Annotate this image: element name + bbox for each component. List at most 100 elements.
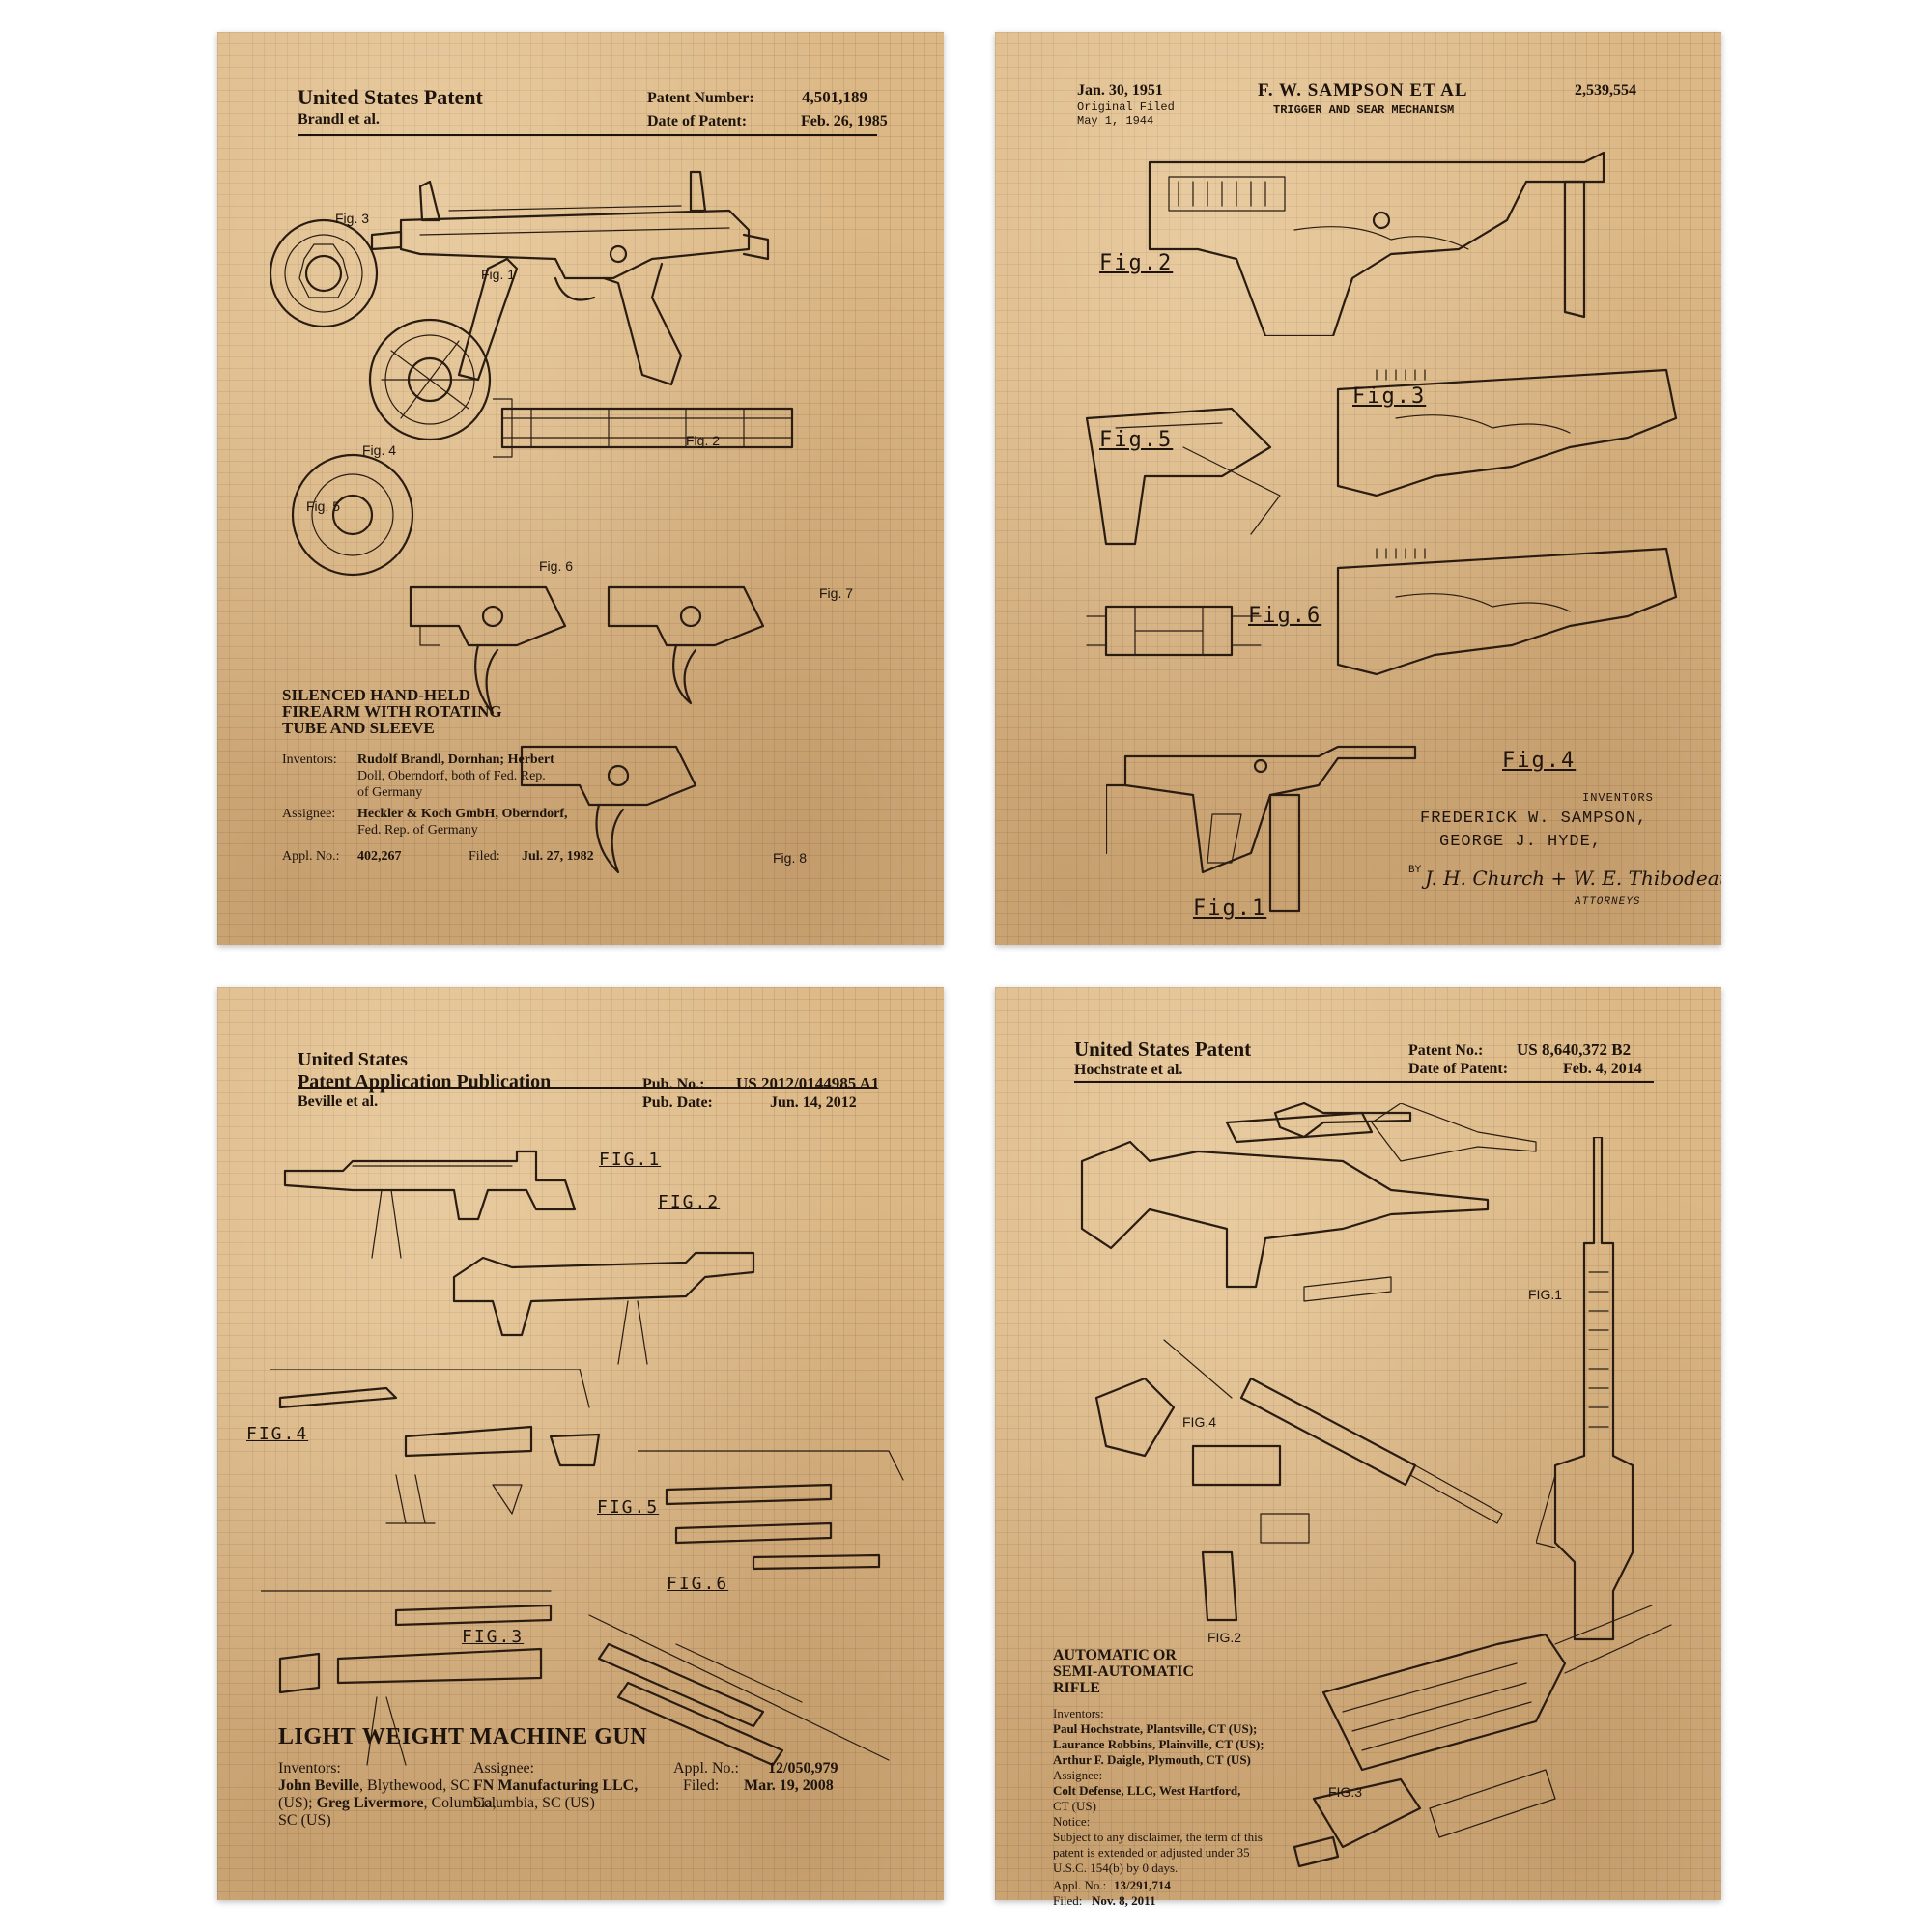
assignee-label: Assignee: (473, 1760, 535, 1776)
fig1-grease-gun-drawing (1106, 745, 1417, 913)
fig3-label: Fig.3 (1352, 384, 1427, 409)
fig6-label: Fig.6 (1248, 604, 1322, 628)
submachine-gun-drawing (370, 170, 770, 386)
inventors-line-3: Arthur F. Daigle, Plymouth, CT (US) (1053, 1752, 1251, 1767)
inventors-line-1: Paul Hochstrate, Plantsville, CT (US); (1053, 1721, 1258, 1736)
patent-date: Jan. 30, 1951 (1077, 82, 1163, 99)
fig2-label: Fig.2 (1099, 251, 1174, 275)
fig2-machine-gun-drawing (452, 1251, 755, 1365)
fig7-label: Fig. 7 (819, 585, 854, 601)
fig4-exploded-view (270, 1369, 601, 1524)
patent-subtitle: TRIGGER AND SEAR MECHANISM (1273, 103, 1455, 117)
fig8-label: Fig. 8 (773, 850, 808, 866)
pub-no: US 2012/0144985 A1 (736, 1074, 880, 1093)
patent-poster-trigger-sear: Jan. 30, 1951 Original Filed May 1, 1944… (995, 32, 1721, 945)
title-line-1: SILENCED HAND-HELD (282, 686, 471, 704)
filed-label: Filed: (469, 849, 500, 864)
appl-label: Appl. No.: (282, 849, 340, 864)
appl-number: 402,267 (357, 849, 402, 864)
patent-date: Feb. 26, 1985 (801, 113, 888, 129)
inventors-line-2: Doll, Oberndorf, both of Fed. Rep. (357, 769, 546, 783)
fig4-housing-detail (1336, 547, 1678, 676)
by-label: BY (1408, 865, 1422, 876)
fig2-label: Fig. 2 (686, 433, 721, 448)
fig3-label: Fig. 3 (335, 211, 370, 226)
assignee-line-2: CT (US) (1053, 1799, 1096, 1813)
fig6-trigger-mechanism (409, 585, 567, 715)
fig4-label: FIG.4 (246, 1424, 309, 1444)
patent-number: 4,501,189 (802, 88, 867, 106)
fig6-sear-detail (1086, 605, 1262, 657)
inventor-line-2: GEORGE J. HYDE, (1439, 833, 1603, 851)
notice-line-1: Subject to any disclaimer, the term of t… (1053, 1830, 1263, 1844)
inventors-line-2: (US); Greg Livermore, Columbia, (278, 1795, 497, 1811)
notice-line-3: U.S.C. 154(b) by 0 days. (1053, 1861, 1179, 1875)
poster4-filed-label: Filed: (1053, 1893, 1083, 1908)
inventors-line-1: Rudolf Brandl, Dornhan; Herbert (357, 753, 554, 767)
patent-poster-machine-gun: United States Patent Application Publica… (217, 987, 944, 1900)
fig2-label: FIG.2 (658, 1192, 721, 1212)
inventors-label: Inventors: (282, 753, 337, 767)
fig7-trigger-mechanism (607, 585, 765, 705)
patent-poster-automatic-rifle: United States Patent Hochstrate et al. P… (995, 987, 1721, 1900)
inventor-line-1: FREDERICK W. SAMPSON, (1420, 810, 1648, 828)
appl-label: Appl. No.: (673, 1760, 739, 1776)
patent-no: US 8,640,372 B2 (1517, 1040, 1632, 1059)
date-label: Date of Patent: (647, 113, 748, 129)
poster4-filed-date: Nov. 8, 2011 (1092, 1893, 1156, 1908)
fig2-housing-section (1148, 151, 1605, 336)
fig5-grip-detail (1085, 407, 1281, 546)
inventor-short: Brandl et al. (298, 111, 380, 128)
inventors-label: Inventors: (278, 1760, 341, 1776)
title-line-1: AUTOMATIC OR (1053, 1647, 1177, 1663)
attorneys-label: ATTORNEYS (1575, 896, 1641, 908)
assignee-line-1: Colt Defense, LLC, West Hartford, (1053, 1783, 1241, 1798)
fig5-label: Fig.5 (1099, 428, 1174, 452)
inventors-line-2: Laurance Robbins, Plainville, CT (US); (1053, 1737, 1264, 1751)
fig4-cross-section (368, 318, 492, 441)
inventors-label: Inventors: (1053, 1706, 1104, 1720)
fig3-exploded-view (261, 1590, 553, 1766)
patent-title: LIGHT WEIGHT MACHINE GUN (278, 1724, 648, 1749)
fig1-label: Fig.1 (1193, 896, 1267, 921)
fig6-label: Fig. 6 (539, 558, 574, 574)
title-line-2: FIREARM WITH ROTATING (282, 702, 502, 721)
patent-number-label: Patent Number: (647, 90, 754, 106)
patent-author: F. W. SAMPSON ET AL (1258, 80, 1468, 100)
title-line-3: TUBE AND SLEEVE (282, 719, 435, 737)
fig1-label: Fig. 1 (481, 267, 516, 282)
fig5-label: Fig. 5 (306, 498, 341, 514)
header-rule (298, 1087, 877, 1089)
filed-date: Jul. 27, 1982 (522, 849, 594, 864)
filed-label: Filed: (683, 1777, 720, 1794)
assignee-line-1: FN Manufacturing LLC, (473, 1777, 639, 1794)
assignee-label: Assignee: (1053, 1768, 1103, 1782)
patent-date: Feb. 4, 2014 (1563, 1061, 1642, 1077)
attorney-signature: J. H. Church + W. E. Thibodeau (1425, 867, 1721, 890)
header-rule (1074, 1081, 1654, 1083)
original-filed-line-2: May 1, 1944 (1077, 114, 1154, 128)
fig6-label: FIG.6 (667, 1574, 729, 1594)
assignee-line-2: Fed. Rep. of Germany (357, 823, 478, 838)
assignee-line-2: Columbia, SC (US) (473, 1795, 595, 1811)
patent-header-line-1: United States (298, 1049, 408, 1070)
fig4-fig2-exploded-lower (1094, 1339, 1503, 1622)
patent-no-label: Patent No.: (1408, 1042, 1484, 1059)
appl-label: Appl. No.: (1053, 1878, 1107, 1892)
fig8-trigger-mechanism (520, 745, 697, 874)
fig1-label: FIG.1 (1528, 1287, 1563, 1302)
inventors-line-3: SC (US) (278, 1812, 331, 1829)
fig2-barrel-section (493, 398, 794, 458)
filed-date: Mar. 19, 2008 (744, 1777, 834, 1794)
assignee-label: Assignee: (282, 807, 336, 821)
appl-number: 12/050,979 (768, 1760, 838, 1776)
inventor-short: Hochstrate et al. (1074, 1062, 1183, 1078)
fig1-machine-gun-drawing (283, 1150, 577, 1259)
fig1-rifle-exploded-upper (1080, 1103, 1537, 1302)
vertical-rifle-drawing (1536, 1137, 1634, 1641)
date-label: Date of Patent: (1408, 1061, 1509, 1077)
fig2-label: FIG.2 (1208, 1630, 1242, 1645)
notice-line-2: patent is extended or adjusted under 35 (1053, 1845, 1250, 1860)
original-filed-line-1: Original Filed (1077, 100, 1175, 114)
header-rule (298, 134, 877, 136)
